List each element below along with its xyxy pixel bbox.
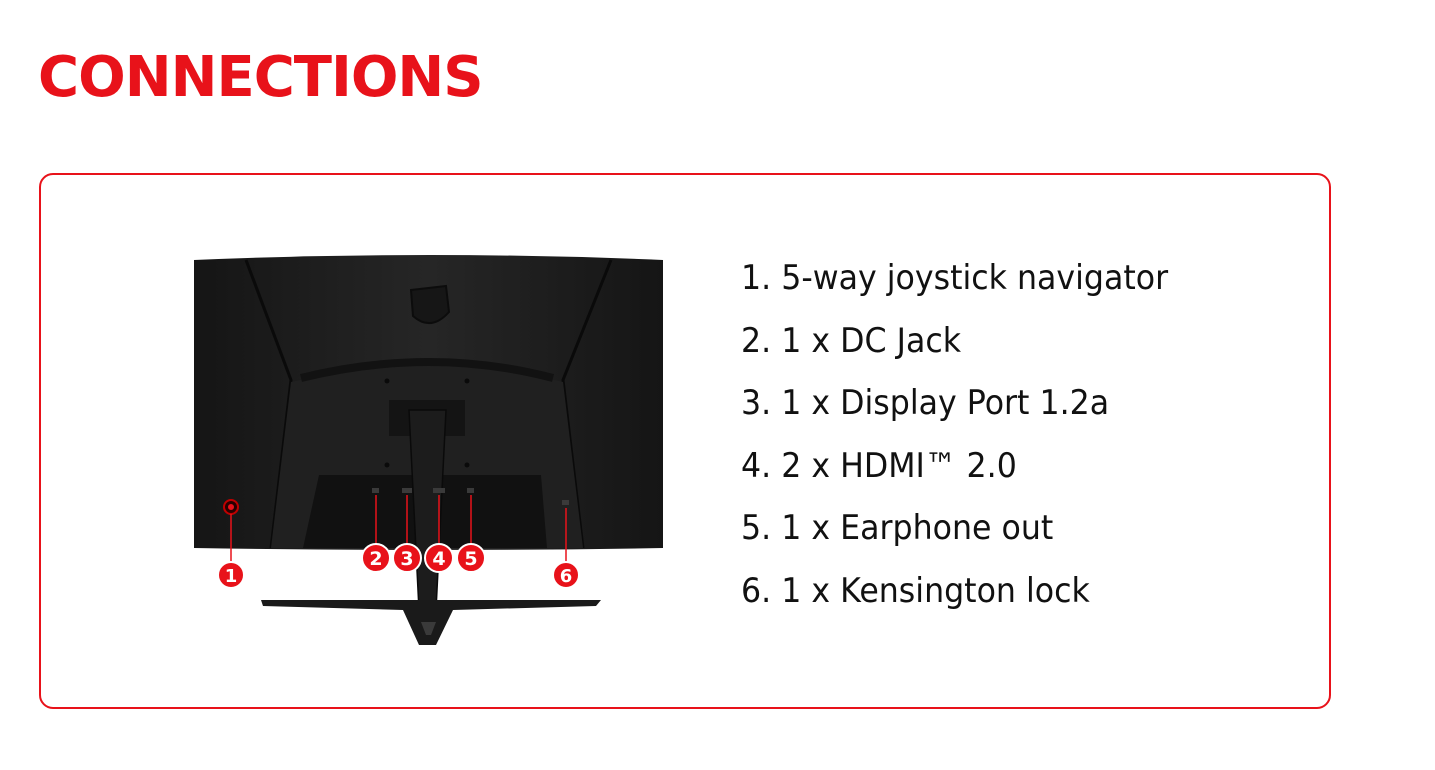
list-item-earphone: 5. 1 x Earphone out [741,508,1054,548]
page-title: CONNECTIONS [38,45,484,110]
connections-list: 1. 5-way joystick navigator 2. 1 x DC Ja… [741,253,1200,628]
svg-text:2: 2 [369,548,382,570]
monitor-rear-illustration: 1 2 3 4 5 6 [194,255,663,645]
svg-text:5: 5 [464,548,477,570]
svg-text:6: 6 [560,566,573,587]
marker-4: 4 [424,543,454,573]
list-item-kensington: 6. 1 x Kensington lock [741,570,1090,611]
marker-5: 5 [456,543,486,573]
marker-3: 3 [392,543,422,573]
svg-text:4: 4 [432,548,445,570]
marker-2: 2 [361,543,391,573]
list-item-displayport: 3. 1 x Display Port 1.2a [741,383,1110,423]
svg-text:1: 1 [225,566,238,587]
marker-6: 6 [552,561,580,589]
logo-badge [409,284,451,324]
marker-1: 1 [217,561,245,589]
list-item-joystick: 1. 5-way joystick navigator [741,258,1169,298]
stand-neck [408,409,447,611]
list-item-dc-jack: 2. 1 x DC Jack [741,320,962,361]
svg-text:3: 3 [400,548,413,570]
list-item-hdmi: 4. 2 x HDMI™ 2.0 [741,445,1017,486]
connections-panel: 1 2 3 4 5 6 1. 5-way joystick navigator … [39,173,1331,709]
vent-grille [300,358,555,382]
